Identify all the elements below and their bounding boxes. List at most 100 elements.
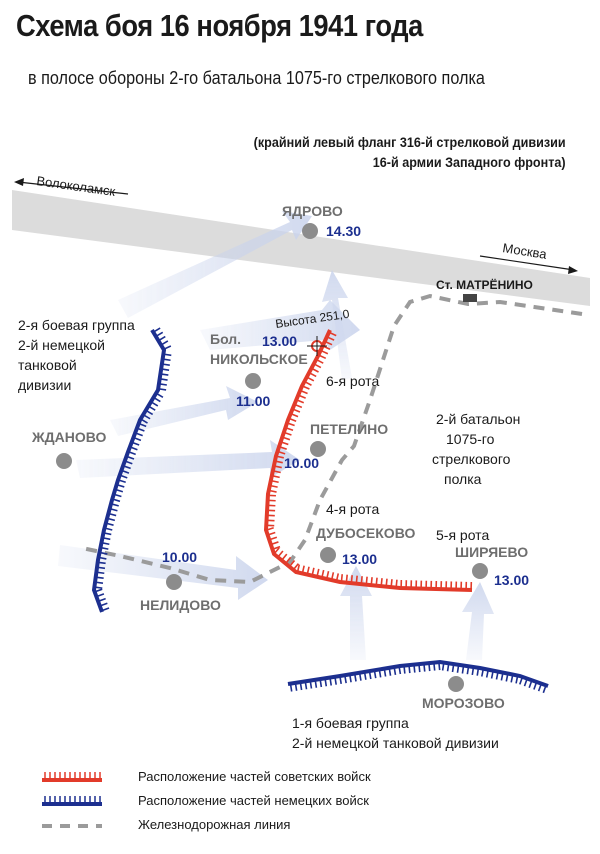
position-tick	[282, 436, 291, 441]
position-tick	[160, 340, 169, 346]
position-tick	[94, 586, 103, 589]
position-tick	[94, 581, 104, 584]
village-yadrovo: ЯДРОВО 14.30	[282, 203, 361, 239]
village-time: 11.00	[236, 393, 270, 409]
position-tick	[348, 674, 352, 683]
position-tick	[365, 576, 368, 585]
position-tick	[326, 336, 335, 341]
position-tick	[523, 678, 528, 687]
position-tick	[328, 331, 337, 337]
position-tick	[358, 672, 362, 681]
page-subtitle: в полосе обороны 2-го батальона 1075-го …	[28, 68, 485, 88]
position-tick	[155, 331, 164, 338]
position-tick	[101, 607, 110, 612]
position-tick	[299, 681, 303, 691]
position-tick	[161, 368, 170, 371]
position-tick	[290, 412, 299, 418]
position-tick	[100, 546, 109, 550]
position-tick	[278, 445, 287, 450]
position-tick	[385, 578, 388, 587]
village-nikolskoe: Бол. НИКОЛЬСКОЕ 11.00	[210, 331, 308, 409]
position-tick	[306, 566, 310, 575]
road-label-moskva: Москва	[502, 240, 549, 262]
village-name: ШИРЯЕВО	[455, 544, 528, 560]
company-4-label: 4-я рота	[326, 501, 379, 517]
village-marker	[310, 441, 326, 457]
position-tick	[277, 450, 286, 455]
village-name: НЕЛИДОВО	[140, 597, 221, 613]
station-label: Ст. МАТРЁНИНО	[436, 277, 533, 292]
position-tick	[110, 503, 119, 507]
position-tick	[159, 378, 168, 381]
position-tick	[390, 579, 393, 588]
position-tick	[304, 681, 308, 690]
village-shiryaevo: ШИРЯЕВО 13.00	[455, 544, 529, 588]
position-tick	[408, 665, 411, 674]
position-tick	[528, 679, 533, 689]
position-tick	[113, 493, 122, 498]
village-name: ЯДРОВО	[282, 203, 343, 219]
german-position-line-south	[287, 659, 549, 688]
legend-item-railway: Железнодорожная линия	[40, 814, 460, 836]
position-tick	[363, 671, 367, 680]
position-tick	[296, 564, 301, 573]
position-tick	[136, 427, 145, 432]
position-tick	[301, 565, 305, 574]
position-tick	[109, 507, 118, 512]
position-tick	[451, 663, 455, 673]
position-tick	[270, 479, 279, 484]
position-tick	[311, 567, 315, 576]
note-line: 16-й армии Западного фронта)	[373, 154, 566, 170]
village-time: 10.00	[162, 549, 197, 565]
position-tick	[265, 526, 274, 532]
position-tick	[270, 541, 279, 546]
position-tick	[456, 664, 460, 673]
position-tick	[99, 602, 108, 607]
position-tick	[116, 483, 125, 488]
attack-arrow	[76, 440, 300, 478]
position-tick	[140, 418, 148, 424]
battalion-line: полка	[444, 471, 482, 487]
position-tick	[471, 666, 475, 676]
position-tick	[152, 327, 161, 333]
position-tick	[350, 575, 353, 584]
group-line: танковой	[18, 357, 77, 373]
battalion-line: стрелкового	[432, 451, 511, 467]
road-label-volokolamsk: Волоколамск	[36, 173, 117, 199]
position-tick	[320, 349, 329, 355]
battalion-label: 2-й батальон 1075-го стрелкового полка	[432, 411, 520, 487]
position-tick	[281, 553, 288, 561]
position-tick	[269, 484, 278, 488]
position-tick	[370, 577, 373, 586]
group-line: 2-й немецкой	[18, 337, 105, 353]
position-tick	[283, 431, 292, 436]
position-tick	[325, 571, 330, 580]
position-tick	[288, 559, 296, 568]
position-tick	[138, 422, 147, 428]
position-tick	[284, 556, 292, 564]
village-marker	[472, 563, 488, 579]
legend-swatch-soviet	[42, 772, 102, 782]
position-tick	[311, 367, 319, 373]
position-tick	[274, 460, 283, 464]
position-tick	[413, 664, 416, 673]
position-tick	[296, 399, 305, 404]
german-group-1-label: 1-я боевая группа 2-й немецкой танковой …	[292, 715, 499, 751]
position-tick	[271, 474, 280, 479]
village-time: 13.00	[494, 572, 529, 588]
position-tick	[102, 536, 111, 541]
position-tick	[108, 512, 117, 517]
position-tick	[98, 556, 107, 560]
position-tick	[297, 394, 306, 399]
village-marker	[166, 574, 182, 590]
road-arrow-moskva	[479, 255, 578, 274]
company-6-label: 6-я рота	[326, 373, 379, 389]
position-tick	[114, 488, 124, 493]
village-nelidovo: 10.00 НЕЛИДОВО	[140, 549, 221, 613]
position-tick	[129, 446, 138, 451]
position-tick	[160, 373, 169, 376]
position-tick	[355, 575, 358, 584]
position-tick	[344, 675, 347, 684]
position-tick	[285, 426, 294, 431]
